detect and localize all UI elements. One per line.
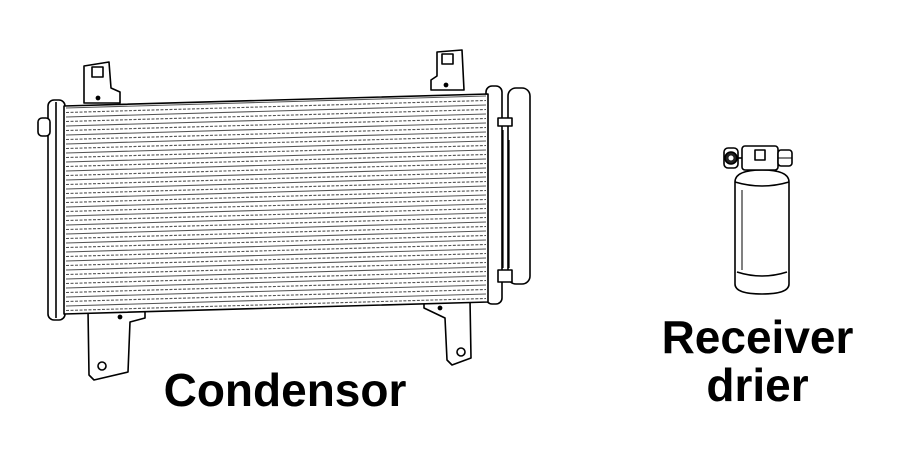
fin-line bbox=[65, 198, 487, 213]
fin-line bbox=[65, 104, 487, 118]
left-header-tank bbox=[37, 99, 66, 321]
fin-line bbox=[65, 261, 487, 276]
fin-line bbox=[65, 108, 487, 123]
fin-line bbox=[65, 185, 487, 199]
fin-line bbox=[65, 176, 487, 190]
top-left-bracket bbox=[83, 61, 121, 104]
fin-line bbox=[65, 284, 487, 298]
fin-line bbox=[65, 243, 487, 258]
fin-line bbox=[65, 257, 487, 271]
fin-line bbox=[65, 221, 487, 235]
fin-line bbox=[65, 117, 487, 132]
fin-line bbox=[65, 288, 487, 303]
fin-line bbox=[65, 99, 487, 114]
fin-line bbox=[65, 180, 487, 195]
condensor-core bbox=[63, 93, 489, 315]
right-header-tank bbox=[485, 85, 531, 305]
fin-line bbox=[65, 131, 487, 145]
fin-line bbox=[65, 279, 487, 294]
fin-line bbox=[65, 225, 487, 240]
fin-line bbox=[65, 140, 487, 154]
fin-line bbox=[65, 234, 487, 249]
fin-line bbox=[65, 162, 487, 177]
fin-line bbox=[65, 171, 487, 186]
fin-line bbox=[65, 212, 487, 226]
fin-line bbox=[65, 266, 487, 280]
fin-line bbox=[65, 149, 487, 163]
fin-line bbox=[65, 203, 487, 217]
fin-line bbox=[65, 95, 487, 109]
top-right-bracket bbox=[430, 49, 465, 91]
fin-line bbox=[65, 135, 487, 150]
receiver-label-line1: Receiver bbox=[661, 311, 854, 363]
fin-line bbox=[65, 216, 487, 231]
fin-line bbox=[65, 293, 487, 307]
fin-line bbox=[65, 113, 487, 127]
fin-line bbox=[65, 207, 487, 222]
receiver-drier-icon bbox=[723, 145, 793, 295]
fin-line bbox=[65, 270, 487, 285]
receiver-drier-label: Receiver drier bbox=[640, 313, 875, 409]
fin-line bbox=[65, 122, 487, 136]
fin-line bbox=[65, 194, 487, 208]
fin-line bbox=[65, 167, 487, 181]
fin-line bbox=[65, 252, 487, 267]
fin-line bbox=[65, 189, 487, 204]
bottom-left-bracket bbox=[87, 309, 146, 381]
fin-line bbox=[65, 239, 487, 253]
fin-line bbox=[65, 126, 487, 141]
inlet-fitting bbox=[723, 147, 742, 169]
fin-line bbox=[65, 144, 487, 159]
bottom-right-bracket bbox=[423, 299, 472, 366]
condensor-fins bbox=[65, 95, 487, 312]
outlet-fitting bbox=[777, 149, 793, 167]
fin-line bbox=[65, 275, 487, 289]
fin-line bbox=[65, 153, 487, 168]
fin-line bbox=[65, 248, 487, 262]
fin-line bbox=[65, 158, 487, 172]
receiver-label-line2: drier bbox=[706, 359, 809, 411]
condensor-label: Condensor bbox=[163, 364, 407, 416]
fin-line bbox=[65, 230, 487, 244]
fin-line bbox=[65, 297, 487, 312]
